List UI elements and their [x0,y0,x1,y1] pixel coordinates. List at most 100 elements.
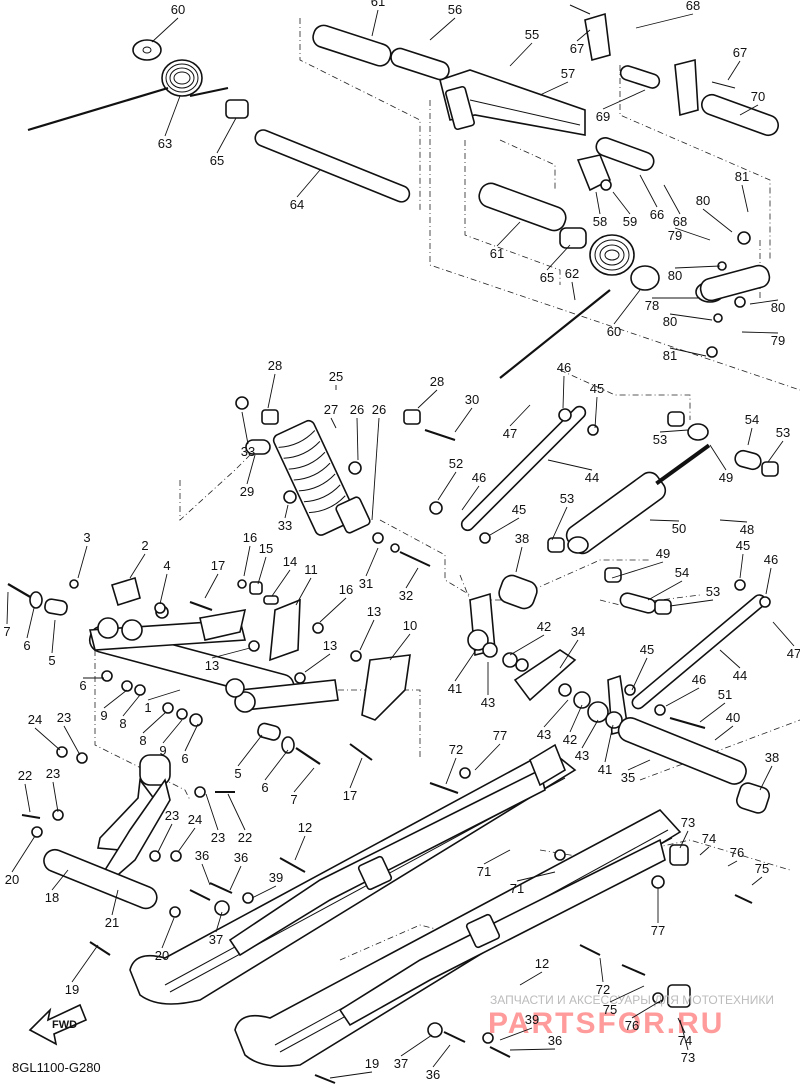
callout-label: 33 [241,444,255,459]
callout-label: 49 [656,546,670,561]
callout-label: 20 [155,948,169,963]
callout-label: 7 [290,792,297,807]
callout-label: 14 [283,554,297,569]
callout-label: 26 [372,402,386,417]
callout-label: 42 [563,732,577,747]
callout-label: 39 [269,870,283,885]
callout-label: 46 [692,672,706,687]
leader-line [571,281,576,301]
torsion-spring-right [589,234,635,276]
leader-line [246,454,256,485]
callout-label: 80 [668,268,682,283]
callout-label: 46 [764,552,778,567]
callout-label: 13 [367,604,381,619]
callout-label: 78 [645,298,659,313]
callout-label: 19 [365,1056,379,1071]
watermark: ЗАПЧАСТИ И АКСЕССУАРЫ ДЛЯ МОТОТЕХНИКИ PA… [488,993,774,1040]
leader-line [604,724,614,763]
leader-line [627,759,651,771]
callout-label: 6 [261,780,268,795]
leader-line [581,719,599,749]
callout-label: 75 [603,1002,617,1017]
link-rod-44-top [460,405,587,532]
callout-label: 53 [776,425,790,440]
leader-line [164,95,181,137]
callout-label: 72 [596,982,610,997]
callout-label: 12 [298,820,312,835]
callout-label: 6 [79,678,86,693]
callout-label: 46 [472,470,486,485]
callout-label: 76 [730,845,744,860]
leader-line [509,42,533,67]
diagram-code: 8GL1100-G280 [12,1060,101,1075]
callout-label: 47 [503,426,517,441]
leader-line [329,1071,373,1079]
rear-pivot [467,592,771,814]
leader-line [649,519,680,522]
leader-line [157,823,173,853]
callout-label: 55 [525,27,539,42]
callout-label: 80 [771,300,785,315]
callout-label: 22 [238,830,252,845]
leader-line [741,331,779,334]
callout-label: 28 [268,358,282,373]
leader-line [747,427,753,446]
leader-line [609,985,645,1003]
callout-label: 37 [394,1056,408,1071]
leader-line [663,184,681,215]
callout-label: 3 [83,530,90,545]
leader-line [576,29,591,42]
leader-line [177,827,196,853]
leader-line [659,429,689,433]
callout-label: 71 [477,864,491,879]
leader-line [26,607,35,639]
leader-line [562,375,565,409]
callout-label: 36 [548,1033,562,1048]
leader-line [702,208,733,233]
callout-label: 13 [323,638,337,653]
leader-line [543,699,569,728]
leader-line [204,573,219,599]
leader-line [515,546,523,573]
callout-label: 61 [371,0,385,9]
leader-line [216,117,237,154]
callout-label: 81 [735,169,749,184]
callout-label: 36 [426,1067,440,1082]
leader-line [359,619,375,651]
leader-line [284,504,289,519]
leader-line [516,871,556,882]
callout-label: 70 [751,89,765,104]
leader-line [122,694,141,717]
watermark-caption: ЗАПЧАСТИ И АКСЕССУАРЫ ДЛЯ МОТОТЕХНИКИ [490,993,774,1007]
callout-label: 2 [141,538,148,553]
leader-line [739,553,744,579]
leader-line [417,389,438,409]
leader-line [489,517,520,536]
leader-line [432,1044,451,1068]
shaft-61-top [312,24,392,67]
callout-label: 5 [234,766,241,781]
leader-line [569,704,583,733]
fwd-arrow: FWD [28,1003,88,1046]
callout-label: 73 [681,1050,695,1065]
leader-line [63,725,81,756]
callout-label: 45 [736,538,750,553]
callout-label: 32 [399,588,413,603]
leader-line [509,404,531,427]
callout-label: 23 [211,830,225,845]
callout-label: 29 [240,484,254,499]
leader-line [611,561,664,579]
callout-label: 28 [430,374,444,389]
leader-line [539,81,569,96]
callout-label: 75 [755,861,769,876]
callout-label: 64 [290,197,304,212]
callout-label: 57 [561,66,575,81]
callout-label: 74 [678,1033,692,1048]
leader-line [365,547,379,577]
leader-line [51,619,56,654]
leader-line [772,621,795,647]
leader-line [699,702,726,723]
leader-line [631,999,663,1019]
leader-line [727,860,738,867]
bracket-67 [569,4,736,117]
